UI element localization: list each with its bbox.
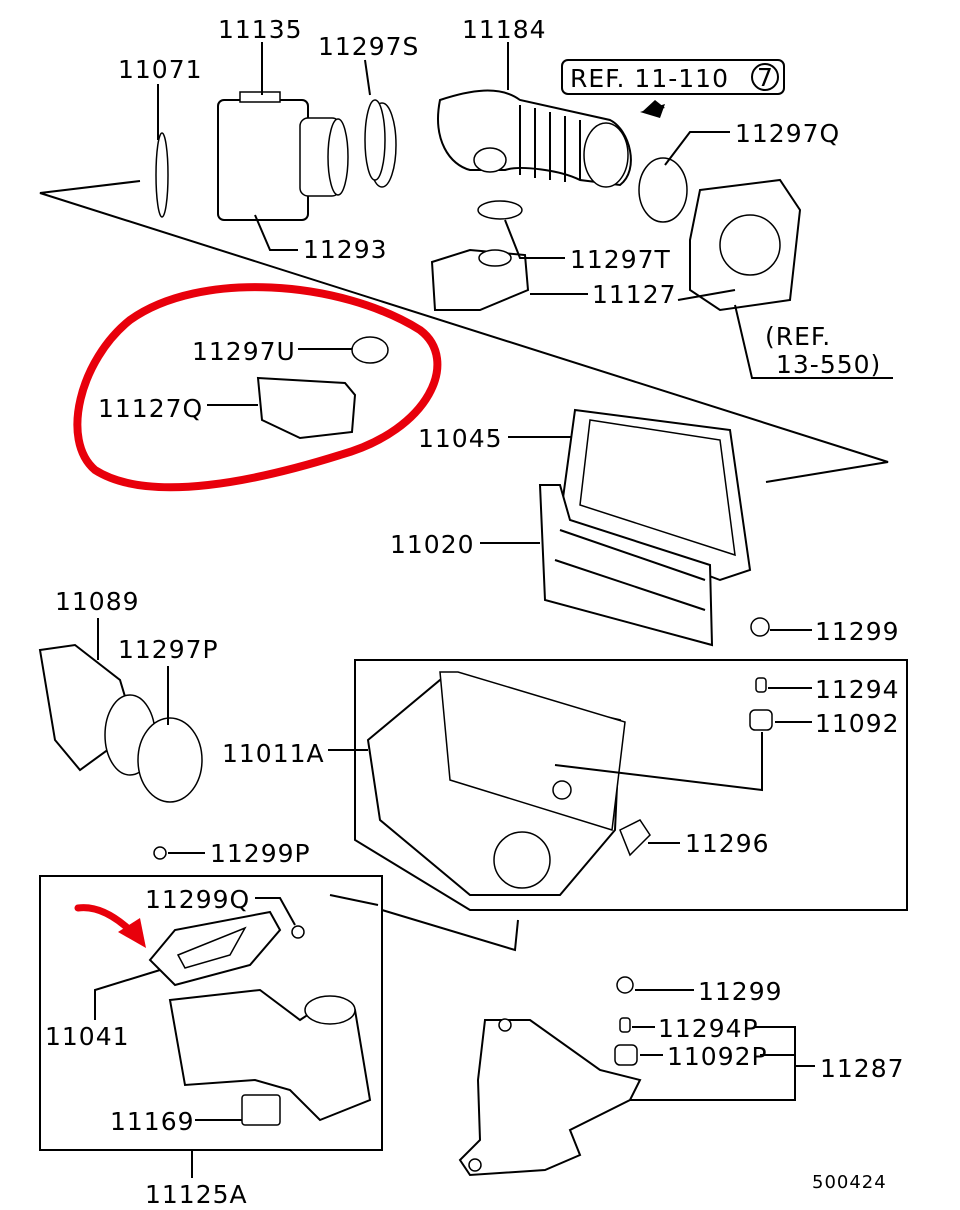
diagram-id: 500424	[812, 1172, 887, 1193]
bracket-11287-part	[458, 1018, 642, 1177]
part-label-11127Q[interactable]: 11127Q	[98, 394, 203, 423]
part-label-11125A[interactable]: 11125A	[145, 1180, 248, 1209]
ref-11-110-box[interactable]: REF. 11-110 7	[561, 59, 785, 95]
part-label-11297T[interactable]: 11297T	[570, 245, 671, 274]
ref-13-550-label-line1[interactable]: (REF.	[765, 322, 831, 351]
part-label-11092P[interactable]: 11092P	[667, 1042, 768, 1071]
resonator-11127-part	[430, 248, 530, 311]
bracket-11041-part	[148, 910, 282, 987]
red-arrow-icon	[74, 904, 146, 948]
part-label-11127[interactable]: 11127	[592, 280, 677, 309]
part-label-11169[interactable]: 11169	[110, 1107, 195, 1136]
part-label-11296[interactable]: 11296	[685, 829, 770, 858]
air-flow-sensor-part	[217, 91, 349, 221]
part-label-11297Q[interactable]: 11297Q	[735, 119, 840, 148]
air-cleaner-case-part	[366, 671, 626, 896]
small-parts-right	[153, 617, 773, 1066]
part-label-11045[interactable]: 11045	[418, 424, 503, 453]
clamp-11297T-part	[477, 200, 523, 220]
part-labels: 11135 11297S 11184 11071 11297Q 11293 11…	[45, 15, 905, 1209]
part-label-11297S[interactable]: 11297S	[318, 32, 419, 61]
part-label-11020[interactable]: 11020	[390, 530, 475, 559]
part-label-11071[interactable]: 11071	[118, 55, 203, 84]
part-label-11293[interactable]: 11293	[303, 235, 388, 264]
clamp-11297U-part	[351, 336, 389, 364]
air-filter-element-part	[538, 484, 714, 647]
part-label-11089[interactable]: 11089	[55, 587, 140, 616]
resonator-11127Q-part	[256, 376, 357, 440]
part-label-11287[interactable]: 11287	[820, 1054, 905, 1083]
throttle-body-part	[677, 178, 802, 312]
part-label-11092[interactable]: 11092	[815, 709, 900, 738]
part-label-11299P[interactable]: 11299P	[210, 839, 311, 868]
ref-13-550-label-line2[interactable]: 13-550)	[776, 350, 881, 379]
highlight-circle	[73, 283, 442, 492]
intake-duct-11089-part	[38, 643, 156, 776]
part-label-11135[interactable]: 11135	[218, 15, 303, 44]
part-label-11299Q[interactable]: 11299Q	[145, 885, 250, 914]
air-pipe-11125A-part	[168, 988, 372, 1126]
part-label-11297U[interactable]: 11297U	[192, 337, 296, 366]
ref-11-110-circle-number: 7	[757, 63, 774, 92]
hose-clamp-11297S-part	[364, 99, 397, 188]
section-divider-lines	[39, 180, 908, 1151]
part-label-11299[interactable]: 11299	[815, 617, 900, 646]
part-label-11011A[interactable]: 11011A	[222, 739, 325, 768]
part-label-11297P[interactable]: 11297P	[118, 635, 219, 664]
ref-11-110-label: REF. 11-110	[570, 64, 729, 93]
intake-hose-part	[437, 89, 665, 188]
part-label-11294P[interactable]: 11294P	[658, 1014, 759, 1043]
leader-lines	[94, 42, 893, 1178]
part-label-11299-lower[interactable]: 11299	[698, 977, 783, 1006]
gasket-part	[155, 132, 169, 218]
part-label-11041[interactable]: 11041	[45, 1022, 130, 1051]
part-label-11294[interactable]: 11294	[815, 675, 900, 704]
clamp-11297P-part	[137, 717, 203, 803]
hose-clamp-11297Q-part	[638, 157, 688, 223]
part-label-11184[interactable]: 11184	[462, 15, 547, 44]
